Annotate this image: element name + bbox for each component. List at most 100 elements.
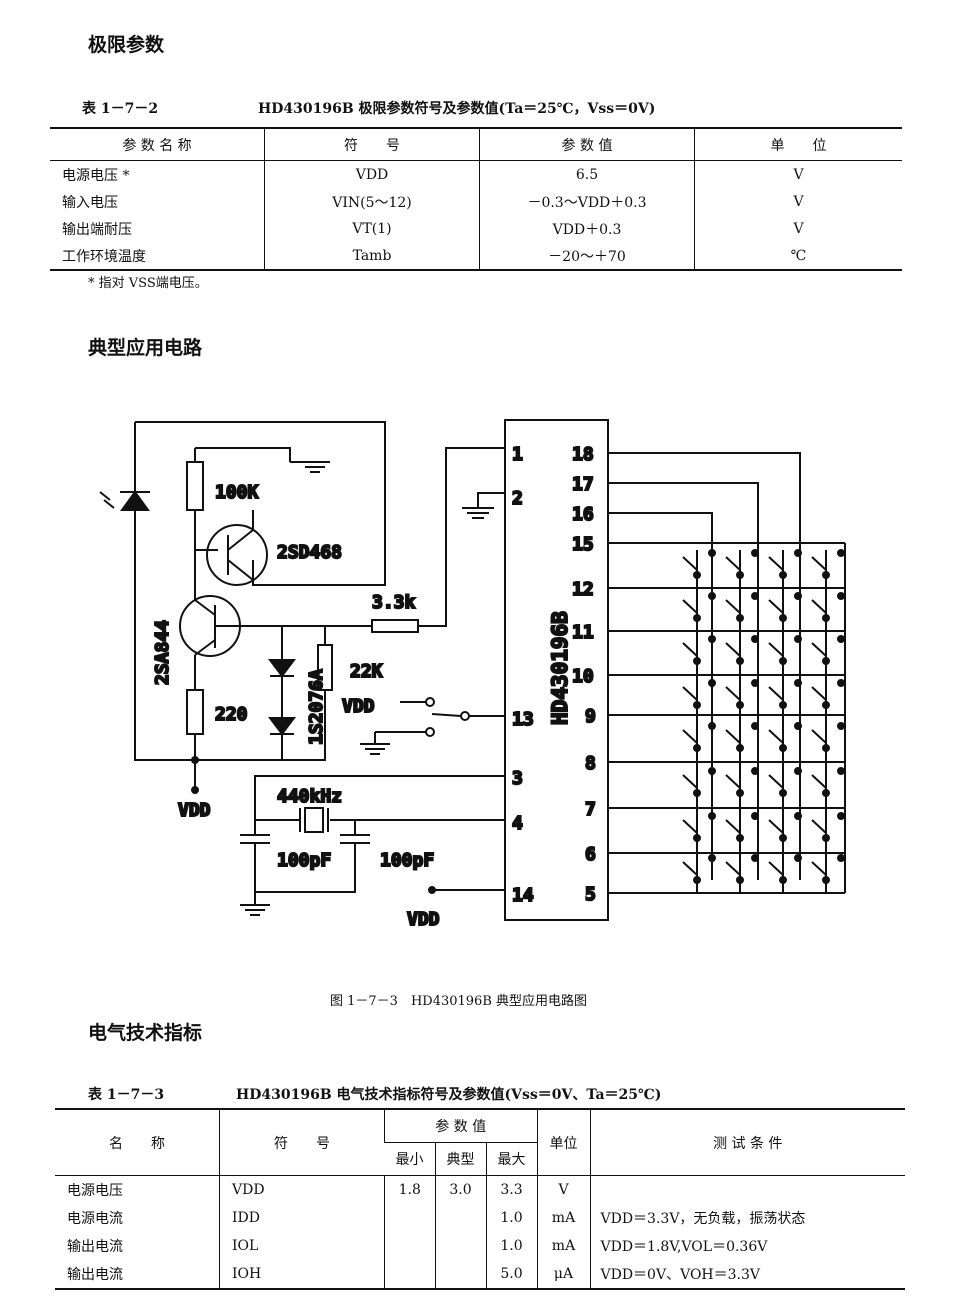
key-node [837,592,845,600]
table-row: 输入电压 VIN(5～12) －0.3～VDD＋0.3 V [50,188,902,215]
key-switch [725,729,741,744]
key-node [794,767,802,775]
key-switch [682,599,698,614]
switch-contact [425,697,435,707]
key-node [822,876,830,884]
table2-number: 表 1－7－3 [88,1087,165,1103]
label-22k: 22K [350,661,383,682]
label-100k: 100K [215,482,259,503]
table1-note: * 指对 VSS端电压。 [88,276,208,291]
ground-icon [360,731,426,755]
key-node [693,876,701,884]
key-node [736,614,744,622]
ic-body [504,419,609,921]
table-cell: 工作环境温度 [50,242,265,271]
matrix-columns [696,543,846,893]
key-switch [725,642,741,657]
table-cell: 3.3 [485,1175,537,1204]
pin-label: 16 [572,504,594,525]
table-cell: 电源电流 [67,1211,123,1227]
label-3k3: 3.3k [372,592,416,613]
table-cell: VDD [264,160,480,188]
key-node [693,571,701,579]
key-node [822,571,830,579]
table-cell: VDD [219,1175,385,1204]
key-node [779,876,787,884]
table-cell: ℃ [694,242,902,271]
table2-header: 测 试 条 件 [589,1108,905,1176]
key-node [837,635,845,643]
pin-label: 7 [585,799,596,820]
table1-header: 参 数 值 [479,127,695,161]
key-switch [725,686,741,701]
table1-header: 单 位 [694,127,902,161]
section-heading-limits: 极限参数 [88,34,165,56]
key-node [736,571,744,579]
key-switch [768,599,784,614]
key-switch [725,556,741,571]
table-cell: 输出端耐压 [62,221,132,238]
table-cell: μA [536,1260,590,1290]
key-switch [682,642,698,657]
pin-label: 17 [572,474,594,495]
table1-caption: HD430196B 极限参数符号及参数值(Ta＝25℃，Vss＝0V) [258,101,656,117]
pin-label: 3 [512,768,523,789]
key-node [779,571,787,579]
table-cell: IOH [219,1260,385,1290]
key-switch [811,556,827,571]
key-node [708,549,716,557]
table-cell: VT(1) [264,215,480,242]
capacitor-icon [240,820,370,893]
table1-header: 符 号 [264,127,480,161]
table-cell [434,1260,486,1290]
pin-label: 8 [585,753,596,774]
label-1s2076a: 1S2076A [306,669,327,745]
table-cell: mA [536,1204,590,1232]
key-node [708,767,716,775]
label-220: 220 [215,704,248,725]
key-matrix [682,549,845,884]
table-cell: IOL [219,1232,385,1260]
table2-header: 参 数 值 [384,1108,537,1143]
key-node [779,657,787,665]
wire [254,775,505,821]
table-row: 输出端耐压 VT(1) VDD＋0.3 V [50,215,902,242]
label-c2: 100pF [380,850,434,871]
ic-name: HD430196B [548,611,572,725]
table-cell: V [694,160,902,188]
key-node [751,592,759,600]
key-switch [768,686,784,701]
key-switch [682,686,698,701]
key-node [794,635,802,643]
key-switch [682,774,698,789]
key-switch [682,819,698,834]
table-row: 工作环境温度 Tamb －20～＋70 ℃ [50,242,902,271]
table2-header: 典型 [434,1142,486,1176]
transistor-2sd468 [206,524,268,586]
output-wire [608,452,801,550]
figure-caption: 图 1－7－3 HD430196B 典型应用电路图 [330,994,588,1009]
pin-label: 10 [572,666,594,687]
key-switch [768,774,784,789]
pin-label: 5 [585,884,596,905]
key-node [794,854,802,862]
key-node [693,657,701,665]
crystal-icon [304,807,324,833]
key-node [779,744,787,752]
key-node [751,812,759,820]
key-node [751,854,759,862]
left-wire [134,422,195,761]
diode-icon [268,717,296,736]
section-heading-electrical: 电气技术指标 [88,1022,203,1044]
key-node [822,614,830,622]
table-cell: VDD＝0V、VOH＝3.3V [589,1260,905,1290]
key-node [822,701,830,709]
table-cell [434,1232,486,1260]
key-switch [811,729,827,744]
key-node [736,744,744,752]
table-cell: 输出电流 [67,1239,123,1255]
table-cell: 1.8 [384,1175,435,1204]
key-node [693,744,701,752]
key-node [736,789,744,797]
key-switch [811,861,827,876]
